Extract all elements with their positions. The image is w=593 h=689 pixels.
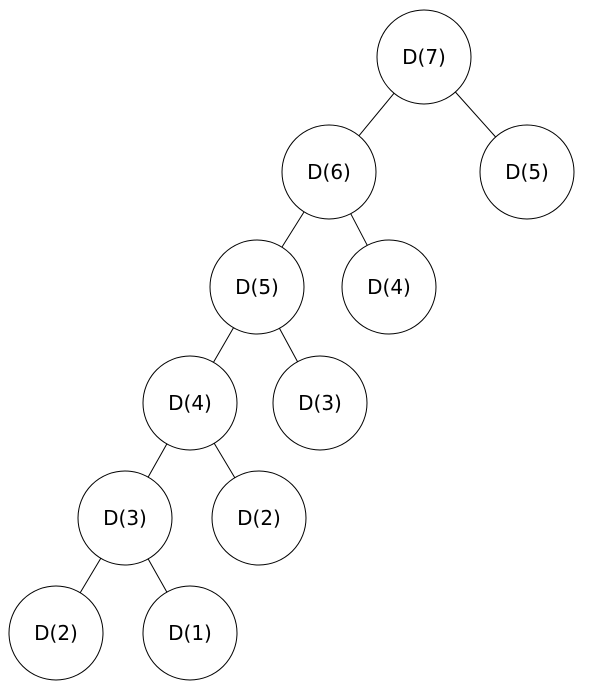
node-circle (142, 585, 238, 681)
node-circle (281, 124, 377, 220)
tree-node-n6: D(6) (281, 124, 377, 220)
tree-edge-n5-n3r (278, 328, 299, 362)
node-circle (142, 355, 238, 451)
tree-node-n3r: D(3) (272, 355, 368, 451)
node-label: D(6) (307, 160, 351, 184)
node-circle (479, 124, 575, 220)
node-label: D(4) (168, 391, 212, 415)
node-circle (77, 470, 173, 566)
tree-node-n3: D(3) (77, 470, 173, 566)
tree-node-n4: D(4) (142, 355, 238, 451)
node-circle (8, 585, 104, 681)
tree-edge-n6-n4r (350, 213, 368, 246)
tree-edge-n3-n1 (147, 558, 168, 593)
node-label: D(3) (103, 506, 147, 530)
node-circle (272, 355, 368, 451)
node-label: D(2) (34, 621, 78, 645)
node-label: D(3) (298, 391, 342, 415)
edges-layer (79, 91, 497, 593)
node-circle (341, 239, 437, 335)
tree-node-n5r: D(5) (479, 124, 575, 220)
node-circle (209, 239, 305, 335)
node-label: D(5) (505, 160, 549, 184)
tree-edge-n7-n6 (358, 92, 395, 137)
nodes-layer: D(7) D(6) D(5) D(5) D(4) D(4) D(3) D(3) D(2) D(2)… (8, 9, 575, 681)
tree-edge-n5-n4 (213, 327, 234, 363)
node-circle (376, 9, 472, 105)
tree-node-n2r: D(2) (211, 470, 307, 566)
tree-node-n1: D(1) (142, 585, 238, 681)
tree-edge-n6-n5 (281, 211, 305, 248)
node-label: D(5) (235, 275, 279, 299)
node-circle (211, 470, 307, 566)
tree-edge-n4-n2r (213, 443, 236, 478)
node-label: D(7) (402, 45, 446, 69)
tree-node-n2: D(2) (8, 585, 104, 681)
node-label: D(1) (168, 621, 212, 645)
tree-edge-n7-n5r (454, 91, 497, 138)
tree-node-n4r: D(4) (341, 239, 437, 335)
node-label: D(4) (367, 275, 411, 299)
tree-edge-n4-n3 (147, 443, 168, 478)
node-label: D(2) (237, 506, 281, 530)
tree-edge-n3-n2 (79, 558, 102, 593)
tree-node-n7: D(7) (376, 9, 472, 105)
tree-node-n5: D(5) (209, 239, 305, 335)
